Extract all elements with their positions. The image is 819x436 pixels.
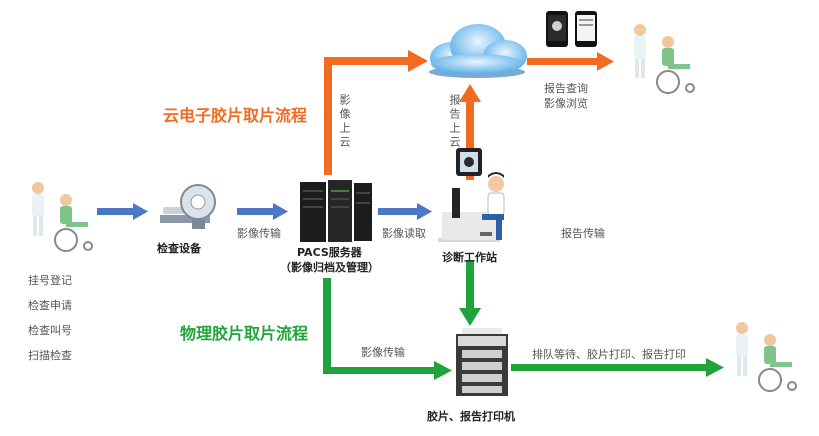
step-registration: 挂号登记 <box>28 274 72 287</box>
ct-scanner-icon <box>160 184 216 229</box>
edge-equip-to-pacs: 影像传输 <box>237 227 281 240</box>
arrow-printer-to-patient <box>511 358 724 377</box>
arrow-workstation-to-cloud <box>459 84 481 180</box>
edge-pacs-to-cloud: 影像上云 <box>338 94 351 150</box>
edge-pacs-to-ws: 影像读取 <box>382 227 426 240</box>
patient-steps: 挂号登记 检查申请 检查叫号 扫描检查 <box>28 272 72 372</box>
edge-printer-to-patient: 排队等待、胶片打印、报告打印 <box>532 348 686 361</box>
patient-wheelchair-icon <box>32 182 93 252</box>
tablet-icon <box>456 148 482 176</box>
workstation-icon <box>438 172 505 242</box>
pacs-label: PACS服务器 <box>297 246 362 259</box>
patient-wheelchair-icon <box>634 24 695 94</box>
mobile-phone-icon <box>546 11 597 47</box>
edge-cloud-browse: 影像浏览 <box>544 97 588 110</box>
step-exam-call: 检查叫号 <box>28 324 72 337</box>
workstation-label: 诊断工作站 <box>442 251 497 264</box>
step-scan: 扫描检查 <box>28 349 72 362</box>
arrow-workstation-to-printer <box>459 260 481 326</box>
arrow-cloud-to-patient <box>527 52 614 71</box>
cloud-flow-title: 云电子胶片取片流程 <box>163 106 308 125</box>
arrow-pacs-to-workstation <box>378 203 432 220</box>
edge-pacs-to-printer: 影像传输 <box>361 346 405 359</box>
printer-label: 胶片、报告打印机 <box>427 410 515 423</box>
arrow-patient-to-equipment <box>97 203 148 220</box>
equipment-label: 检查设备 <box>157 242 201 255</box>
step-exam-request: 检查申请 <box>28 299 72 312</box>
physical-flow-title: 物理胶片取片流程 <box>180 324 309 343</box>
edge-ws-to-cloud: 报告上云 <box>448 94 461 150</box>
arrow-equipment-to-pacs <box>237 203 288 220</box>
pacs-sublabel: （影像归档及管理） <box>280 261 379 274</box>
arrow-pacs-to-cloud <box>324 50 428 175</box>
patient-wheelchair-icon <box>736 322 797 392</box>
edge-cloud-query: 报告查询 <box>544 82 588 95</box>
arrow-pacs-to-printer <box>323 278 452 380</box>
edge-report-transfer: 报告传输 <box>561 227 605 240</box>
printer-icon <box>456 328 508 396</box>
server-icon <box>300 180 372 242</box>
cloud-icon <box>429 24 527 78</box>
